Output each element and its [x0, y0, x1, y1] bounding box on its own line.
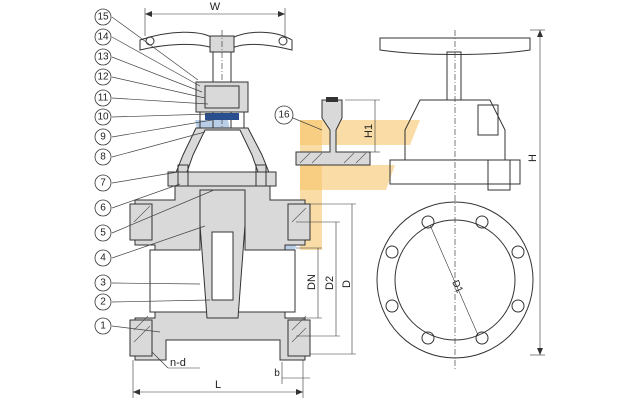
dim-l-label: L: [215, 379, 221, 391]
svg-text:12: 12: [97, 72, 109, 83]
dim-d-label: D: [341, 280, 353, 288]
dim-w-label: W: [210, 1, 221, 13]
callout-14: 14: [94, 28, 112, 46]
svg-text:4: 4: [100, 253, 106, 264]
svg-text:9: 9: [100, 132, 106, 143]
dimension-labels: W L b n-d H1 H DN D2 D D1: [170, 1, 539, 391]
svg-text:2: 2: [100, 297, 106, 308]
callout-leaders: [111, 16, 215, 333]
dim-nd-label: n-d: [170, 357, 186, 369]
callout-13: 13: [94, 48, 112, 66]
dim-dn-label: DN: [306, 274, 318, 290]
svg-text:1: 1: [100, 321, 106, 332]
callout-16: 16: [278, 110, 290, 121]
svg-text:11: 11: [98, 93, 109, 104]
svg-text:7: 7: [100, 178, 106, 189]
callout-11: 11: [94, 89, 112, 107]
svg-text:14: 14: [97, 32, 109, 43]
elevation-view: [376, 29, 545, 370]
callout-2: 2: [94, 293, 112, 311]
callout-7: 7: [94, 174, 112, 192]
callout-1: 1: [94, 317, 112, 335]
dim-h1-label: H1: [363, 124, 375, 138]
callout-15: 15: [94, 8, 112, 26]
svg-text:15: 15: [97, 12, 109, 23]
svg-text:5: 5: [100, 228, 106, 239]
svg-text:8: 8: [100, 152, 106, 163]
callout-6: 6: [94, 199, 112, 217]
section-view: [129, 8, 356, 398]
svg-text:13: 13: [97, 52, 109, 63]
callout-9: 9: [94, 128, 112, 146]
svg-text:10: 10: [97, 112, 109, 123]
detail-view-16: 16: [274, 97, 380, 166]
dim-d2-label: D2: [324, 276, 336, 290]
callout-8: 8: [94, 148, 112, 166]
svg-text:3: 3: [100, 278, 106, 289]
callout-4: 4: [94, 249, 112, 267]
callout-markers: 15 14 13 12 11 10 9 8 7 6 5 4 3 2 1: [94, 8, 112, 335]
callout-3: 3: [94, 274, 112, 292]
callout-5: 5: [94, 224, 112, 242]
dim-h-label: H: [527, 154, 539, 162]
svg-text:6: 6: [100, 203, 106, 214]
callout-12: 12: [94, 68, 112, 86]
callout-10: 10: [94, 108, 112, 126]
dim-d1-label: D1: [449, 279, 465, 296]
dim-b-label: b: [274, 368, 280, 379]
